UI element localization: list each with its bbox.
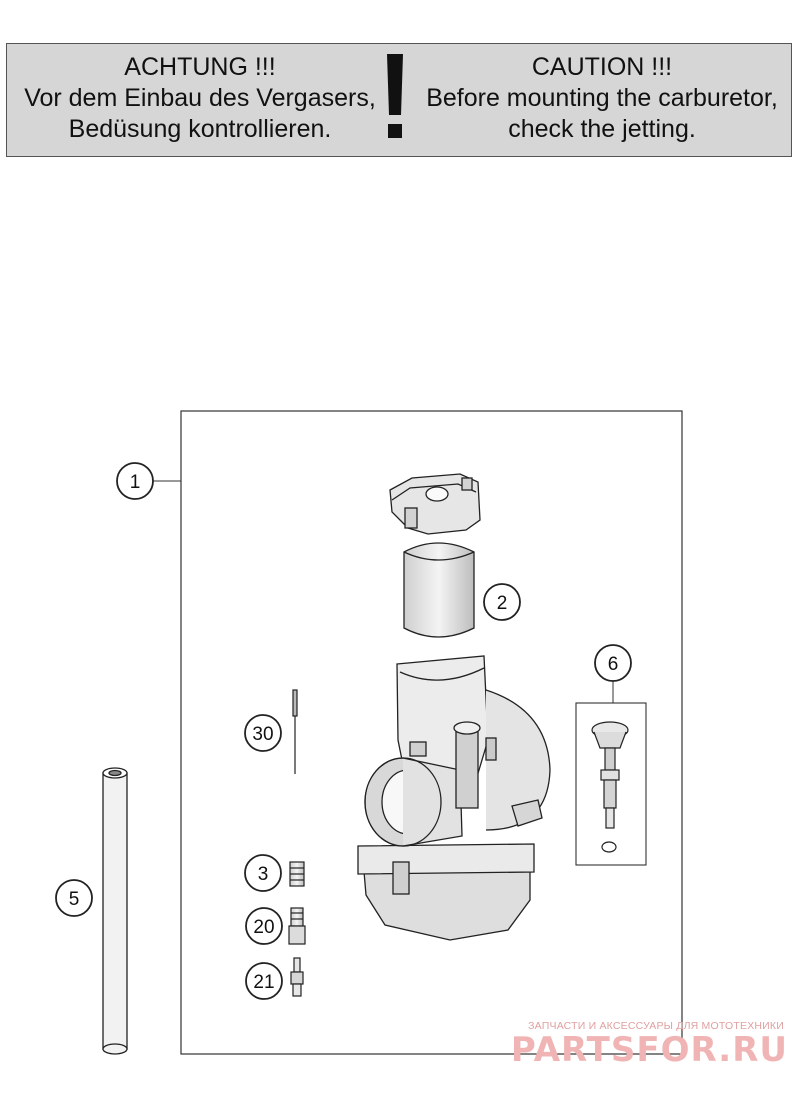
callout-2-label: 2	[497, 593, 508, 614]
callout-1[interactable]: 1	[116, 462, 181, 500]
callout-2[interactable]: 2	[483, 583, 521, 621]
callout-20[interactable]: 20	[245, 907, 283, 945]
callout-3-label: 3	[258, 864, 269, 885]
choke-kit-frame	[575, 702, 647, 866]
throttle-slide[interactable]	[403, 542, 475, 638]
carburetor-body[interactable]	[357, 655, 551, 941]
jet-21[interactable]	[290, 957, 304, 997]
kit-frame	[180, 410, 683, 1055]
callout-5[interactable]: 5	[55, 879, 93, 917]
warning-line-english-2: check the jetting.	[508, 115, 696, 143]
carburetor-cap[interactable]	[389, 473, 481, 535]
callout-21[interactable]: 21	[245, 962, 283, 1000]
warning-line-german-2: Bedüsung kontrollieren.	[68, 115, 332, 143]
callout-30[interactable]: 30	[244, 714, 282, 752]
callout-20-label: 20	[253, 917, 274, 938]
callout-3[interactable]: 3	[244, 854, 282, 892]
callout-6-label: 6	[608, 654, 619, 675]
watermark-tagline: ЗАПЧАСТИ И АКСЕССУАРЫ ДЛЯ МОТОТЕХНИКИ	[528, 1020, 784, 1032]
callout-21-label: 21	[253, 972, 274, 993]
callout-30-label: 30	[252, 724, 273, 745]
warning-text-english: CAUTION !!! Before mounting the carburet…	[417, 52, 787, 145]
warning-banner: ACHTUNG !!! Vor dem Einbau des Vergasers…	[6, 43, 792, 157]
warning-title-german: ACHTUNG !!!	[124, 53, 276, 81]
callout-5-label: 5	[69, 889, 80, 910]
warning-text-german: ACHTUNG !!! Vor dem Einbau des Vergasers…	[15, 52, 385, 145]
exclamation-icon	[387, 54, 403, 138]
watermark-logo: PARTSFOR.RU	[510, 1030, 788, 1070]
jet-needle[interactable]	[292, 689, 298, 774]
vent-hose[interactable]	[102, 767, 128, 1055]
warning-line-german-1: Vor dem Einbau des Vergasers,	[24, 84, 376, 112]
jet-20[interactable]	[288, 907, 306, 945]
warning-line-english-1: Before mounting the carburetor,	[426, 84, 778, 112]
callout-6[interactable]: 6	[594, 644, 632, 703]
warning-title-english: CAUTION !!!	[531, 53, 673, 81]
choke-plunger[interactable]	[591, 721, 629, 853]
callout-1-label: 1	[130, 472, 141, 493]
jet-3[interactable]	[289, 861, 305, 887]
